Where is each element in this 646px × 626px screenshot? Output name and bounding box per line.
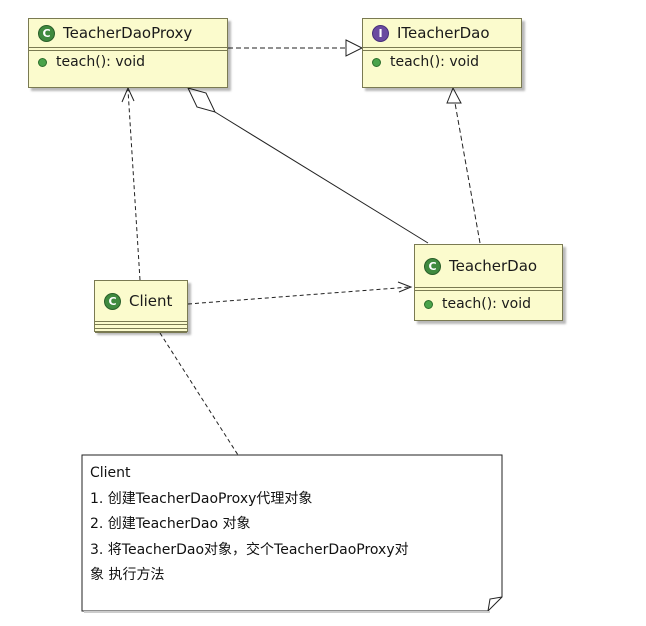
method-row: teach(): void — [29, 51, 227, 73]
aggregation-diamond — [187, 87, 216, 113]
client-dao-arrowhead — [397, 281, 413, 293]
public-method-icon — [38, 57, 47, 67]
class-teacherdao[interactable]: C TeacherDao teach(): void — [414, 244, 563, 321]
client-depends-dao-line — [187, 286, 411, 305]
class-name: Client — [129, 292, 173, 310]
note-connector-line — [159, 332, 239, 456]
attribute-compartment — [415, 287, 562, 291]
note-line: 2. 创建TeacherDao 对象 — [90, 516, 251, 532]
class-icon: C — [104, 292, 121, 310]
class-name: TeacherDao — [449, 257, 538, 275]
dao-realizes-interface-line — [454, 102, 481, 244]
class-header: C TeacherDaoProxy — [29, 19, 227, 47]
note-line: 3. 将TeacherDao对象，交个TeacherDaoProxy对 — [90, 541, 409, 558]
method-signature: teach(): void — [390, 54, 479, 70]
method-row: teach(): void — [363, 51, 521, 73]
proxy-aggregates-dao-line — [214, 111, 429, 244]
note-line: Client — [90, 465, 131, 481]
class-teacherdaoproxy[interactable]: C TeacherDaoProxy teach(): void — [28, 18, 228, 88]
interface-header: I ITeacherDao — [363, 19, 521, 47]
note-text: Client 1. 创建TeacherDaoProxy代理对象 2. 创建Tea… — [90, 461, 488, 589]
client-proxy-arrowhead — [121, 86, 135, 103]
interface-name: ITeacherDao — [397, 24, 490, 42]
method-row: teach(): void — [415, 291, 562, 317]
interface-icon: I — [372, 24, 389, 42]
comment-note[interactable]: Client 1. 创建TeacherDaoProxy代理对象 2. 创建Tea… — [82, 455, 502, 611]
proxy-realization-arrowhead — [345, 39, 364, 57]
dao-realization-arrowhead — [446, 86, 462, 104]
class-header: C TeacherDao — [415, 245, 562, 287]
note-shape — [81, 454, 503, 612]
public-method-icon — [372, 57, 381, 67]
class-client[interactable]: C Client — [94, 280, 188, 333]
note-line: 象 执行方法 — [90, 567, 165, 583]
note-line: 1. 创建TeacherDaoProxy代理对象 — [90, 490, 313, 507]
method-signature: teach(): void — [442, 296, 531, 312]
interface-iteacherdao[interactable]: I ITeacherDao teach(): void — [362, 18, 522, 88]
attribute-compartment — [363, 47, 521, 51]
method-signature: teach(): void — [56, 54, 145, 70]
public-method-icon — [424, 299, 433, 309]
attribute-compartment — [29, 47, 227, 51]
note-fold — [487, 596, 503, 612]
attribute-compartment — [95, 321, 187, 325]
class-header: C Client — [95, 281, 187, 321]
class-name: TeacherDaoProxy — [63, 24, 193, 42]
class-icon: C — [38, 24, 55, 42]
method-compartment — [95, 328, 187, 333]
class-icon: C — [424, 257, 441, 275]
client-depends-proxy-line — [127, 89, 141, 281]
